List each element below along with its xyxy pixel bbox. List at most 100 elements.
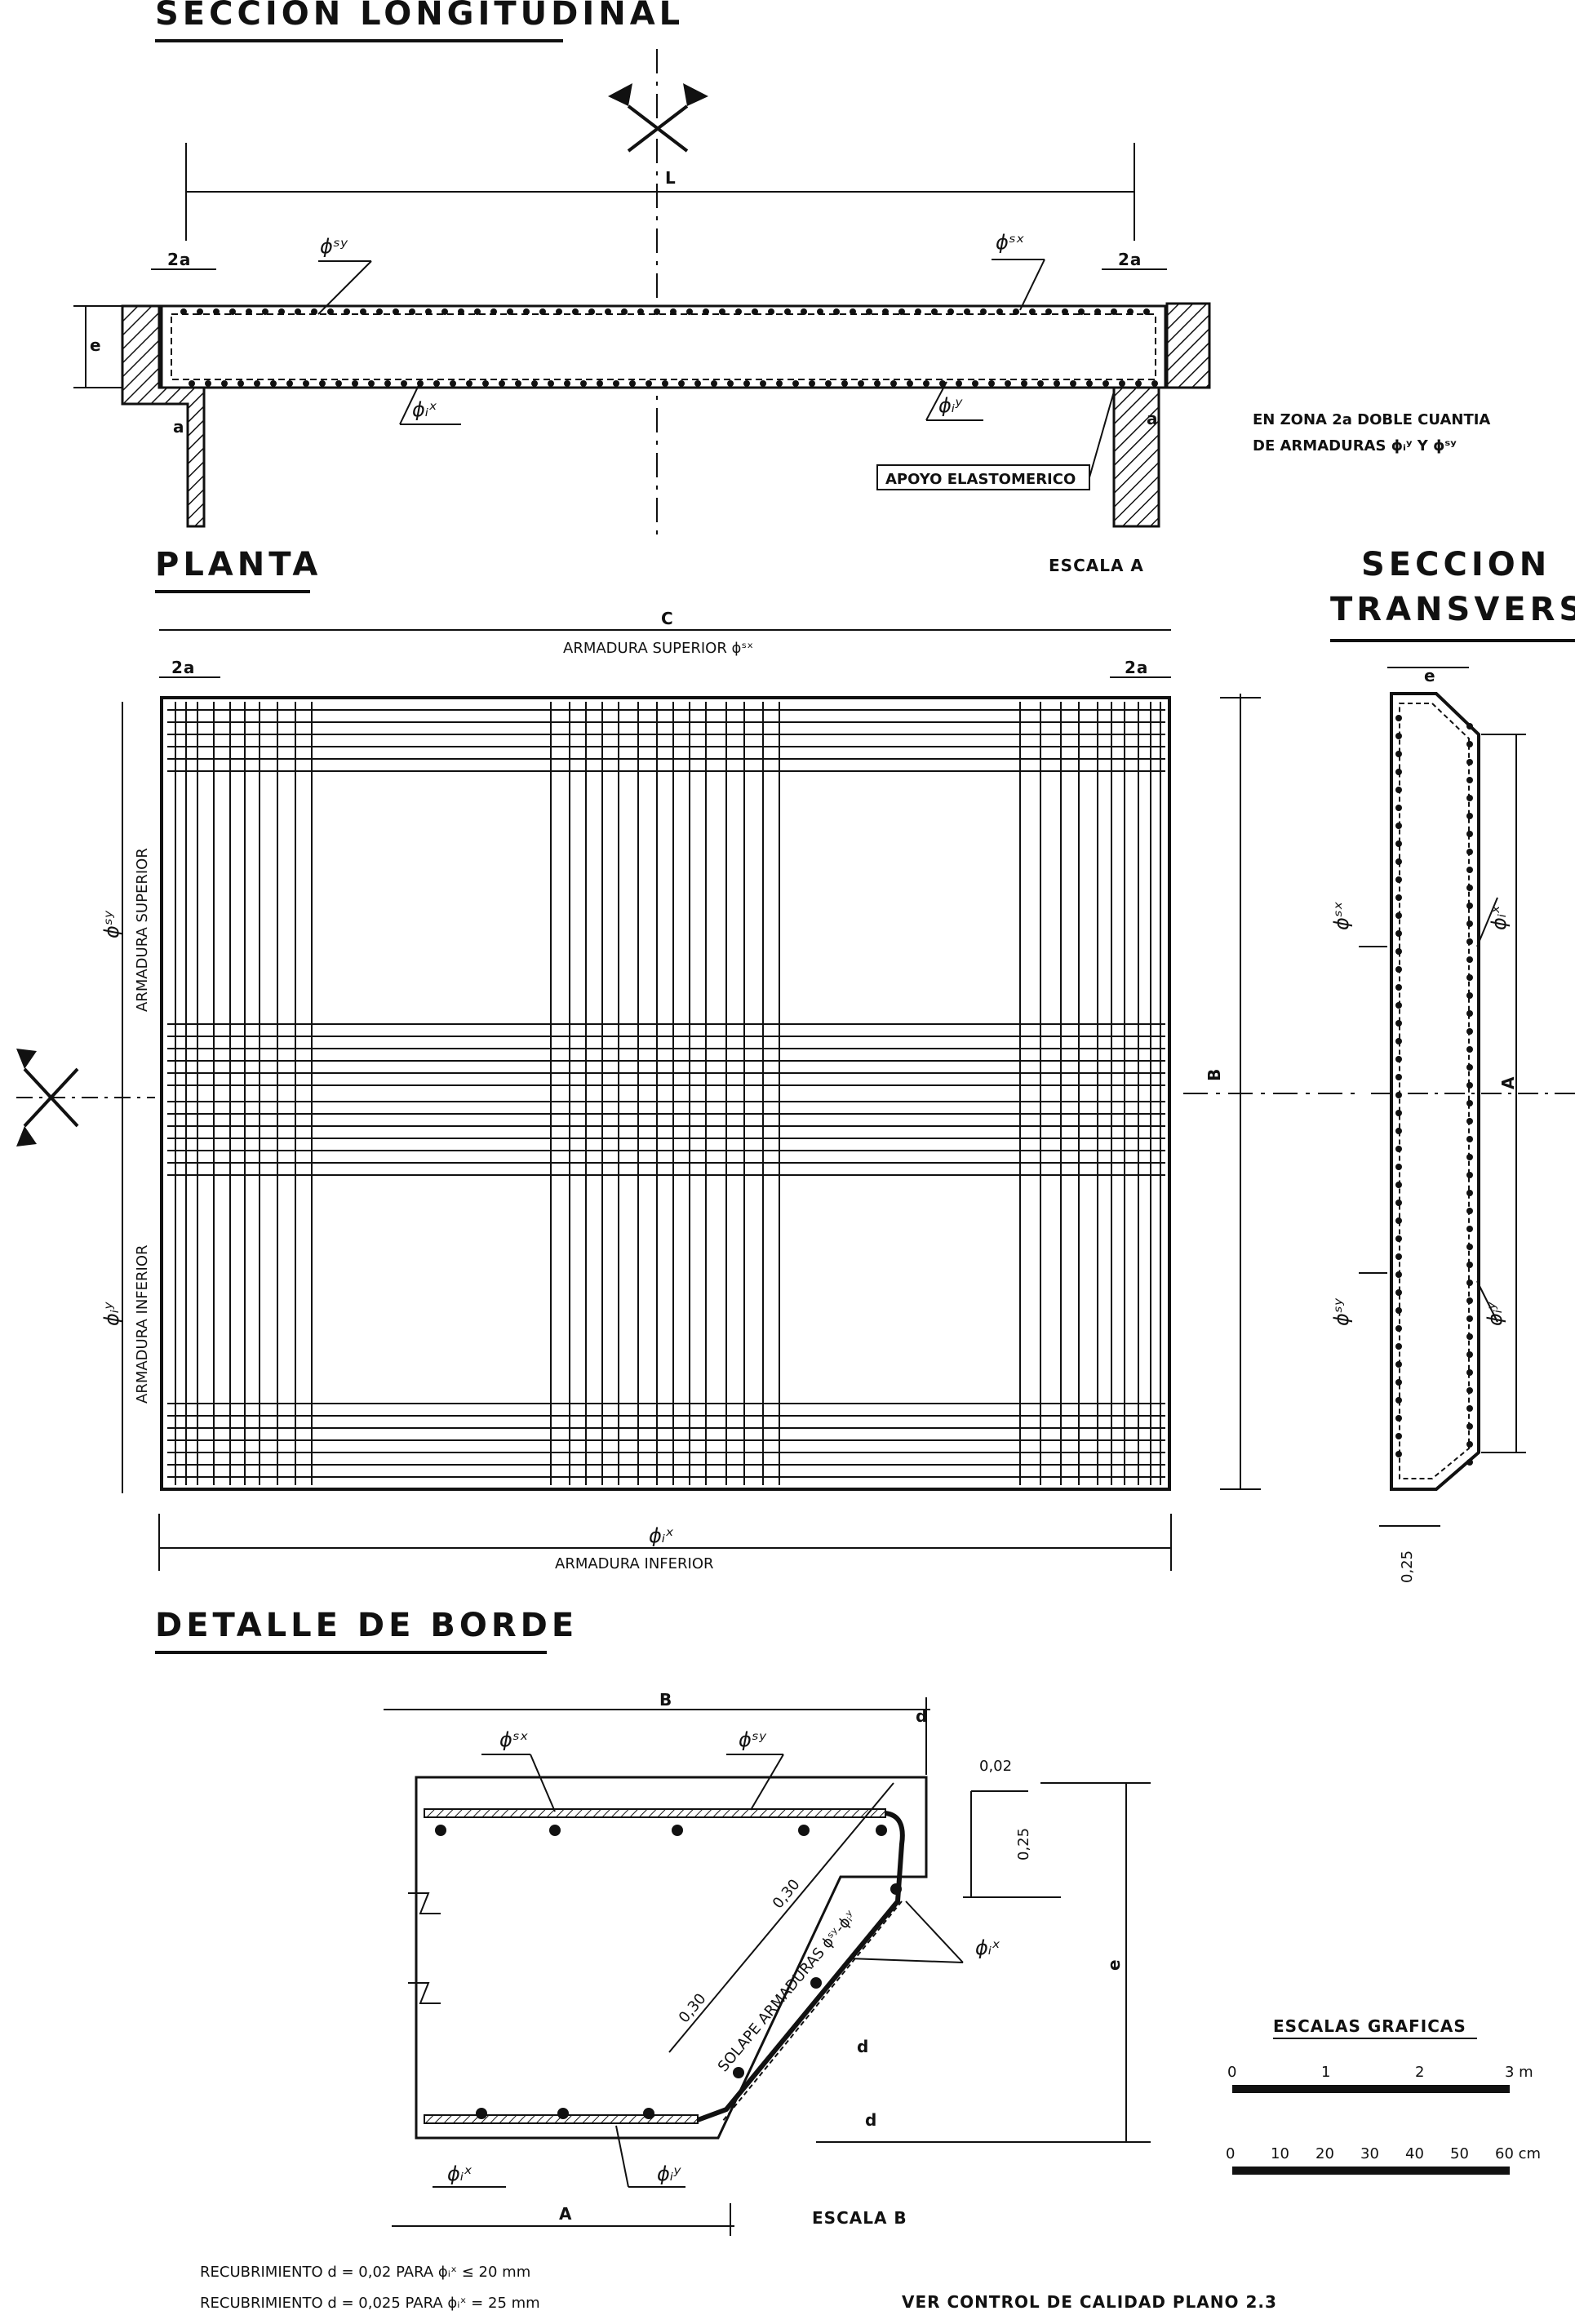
rebar-dot: [441, 308, 448, 315]
rebar-dot: [1466, 903, 1473, 909]
rebar-dot: [1466, 777, 1473, 783]
rebar-dot: [433, 380, 440, 387]
trans-sym-1: ϕˢˣ: [1330, 902, 1353, 930]
rebar-dot: [515, 380, 521, 387]
rebar-dot: [809, 380, 815, 387]
rebar-dot: [1466, 1262, 1473, 1268]
rebar-dot: [1111, 308, 1117, 315]
rebar-dot: [915, 308, 921, 315]
rebar-dot: [923, 380, 929, 387]
slab-plan: [160, 696, 1171, 1491]
rebar-dot: [580, 380, 587, 387]
rebar-dot: [270, 380, 277, 387]
rebar-dot: [1395, 1020, 1402, 1027]
rebar-dot: [629, 380, 636, 387]
edge-slab-outline: [415, 1776, 928, 2140]
rebar-dot: [1466, 813, 1473, 819]
rebar-dot: [1466, 1010, 1473, 1017]
plan-view: PLANTA ESCALA A C ARMADURA SUPERIOR ϕˢˣ …: [16, 546, 1363, 1572]
rebar-dot: [1395, 1164, 1402, 1170]
rebar-dot: [866, 308, 872, 315]
rebar-dots: [435, 1825, 902, 2119]
plan-left-bottom-reinf: ARMADURA INFERIOR: [134, 1244, 151, 1404]
rebar-dot: [1466, 1100, 1473, 1107]
rebar-dot: [1070, 380, 1076, 387]
scale-bar: [1232, 2167, 1510, 2175]
rebar-dot: [549, 1825, 561, 1836]
rebar-dot: [1395, 1253, 1402, 1260]
rebar-dot: [643, 2108, 654, 2119]
rebar-dot: [784, 308, 791, 315]
rebar-dot: [1045, 308, 1052, 315]
rebar-dot: [237, 380, 244, 387]
rebar-dot: [1094, 308, 1101, 315]
rebar-dot: [1466, 1369, 1473, 1376]
rebar-dot: [1135, 380, 1142, 387]
plan-edge-left: 2a: [171, 658, 195, 677]
rebar-dot: [792, 380, 799, 387]
plan-left-top-sym: ϕˢʸ: [100, 910, 123, 938]
edge-d-025: 0,25: [1015, 1828, 1032, 1861]
rebar-dot: [1395, 1146, 1402, 1152]
rebar-dot: [1037, 380, 1044, 387]
plan-width: C: [661, 609, 674, 628]
rebar-dot: [360, 308, 366, 315]
slab-longitudinal: [160, 304, 1167, 389]
rebar-dot: [810, 1977, 822, 1989]
rebar-dot: [539, 308, 546, 315]
rebar-dot: [833, 308, 840, 315]
rebar-dot: [1062, 308, 1068, 315]
rebar-dot: [743, 380, 750, 387]
rebar-dot: [458, 308, 464, 315]
rebar-dot: [1395, 948, 1402, 955]
edge-scale: ESCALA B: [812, 2208, 907, 2228]
scale-tick-label: 3 m: [1505, 2064, 1533, 2081]
edge-d-slope: d: [857, 2037, 869, 2056]
section-cut-symbol: [608, 83, 708, 153]
bearing-label: APOYO ELASTOMERICO: [885, 471, 1076, 488]
rebar-dot: [531, 380, 538, 387]
rebar-dot: [1466, 1423, 1473, 1430]
title-edge: DETALLE DE BORDE: [155, 1607, 578, 1644]
rebar-dot: [1466, 1441, 1473, 1448]
rebar-dot: [1005, 380, 1011, 387]
rebar-dot: [1395, 1128, 1402, 1134]
rebar-dot: [482, 380, 489, 387]
rebar-dot: [352, 380, 358, 387]
rebar-dot: [597, 380, 603, 387]
rebar-dot: [1395, 1433, 1402, 1439]
rebar-dot: [719, 308, 725, 315]
rebar-dot: [1395, 733, 1402, 739]
rebar-dot: [393, 308, 399, 315]
rebar-dot: [1395, 1451, 1402, 1457]
rebar-dot: [476, 2108, 487, 2119]
rebar-dot: [1466, 974, 1473, 981]
rebar-dot: [1021, 380, 1027, 387]
rebar-dot: [1466, 938, 1473, 945]
bar-bottom-left: ϕᵢˣ: [412, 398, 437, 421]
rebar-dot: [1466, 1028, 1473, 1035]
trans-sym-3: ϕˢʸ: [1330, 1297, 1353, 1326]
rebar-dots: [180, 308, 1158, 387]
rebar-dot: [180, 308, 187, 315]
rebar-dot: [572, 308, 579, 315]
edge-depth: e: [1104, 1958, 1124, 1971]
edge-zone-right: 2a: [1118, 250, 1142, 269]
scales-title: ESCALAS GRAFICAS: [1273, 2016, 1466, 2036]
rebar-dot: [1466, 885, 1473, 891]
rebar-dot: [588, 308, 595, 315]
edge-bottom-width: A: [559, 2204, 572, 2224]
rebar-dot: [1395, 876, 1402, 883]
rebar-dot: [1466, 1333, 1473, 1340]
rebar-dot: [254, 380, 260, 387]
scale-tick-label: 20: [1315, 2145, 1334, 2162]
note-quality: VER CONTROL DE CALIDAD PLANO 2.3: [902, 2292, 1277, 2312]
rebar-dot: [556, 308, 562, 315]
rebar-dot: [1395, 966, 1402, 973]
rebar-dot: [286, 380, 293, 387]
rebar-dot: [1395, 1038, 1402, 1044]
rebar-dot: [733, 2067, 744, 2078]
rebar-dot: [1395, 984, 1402, 991]
